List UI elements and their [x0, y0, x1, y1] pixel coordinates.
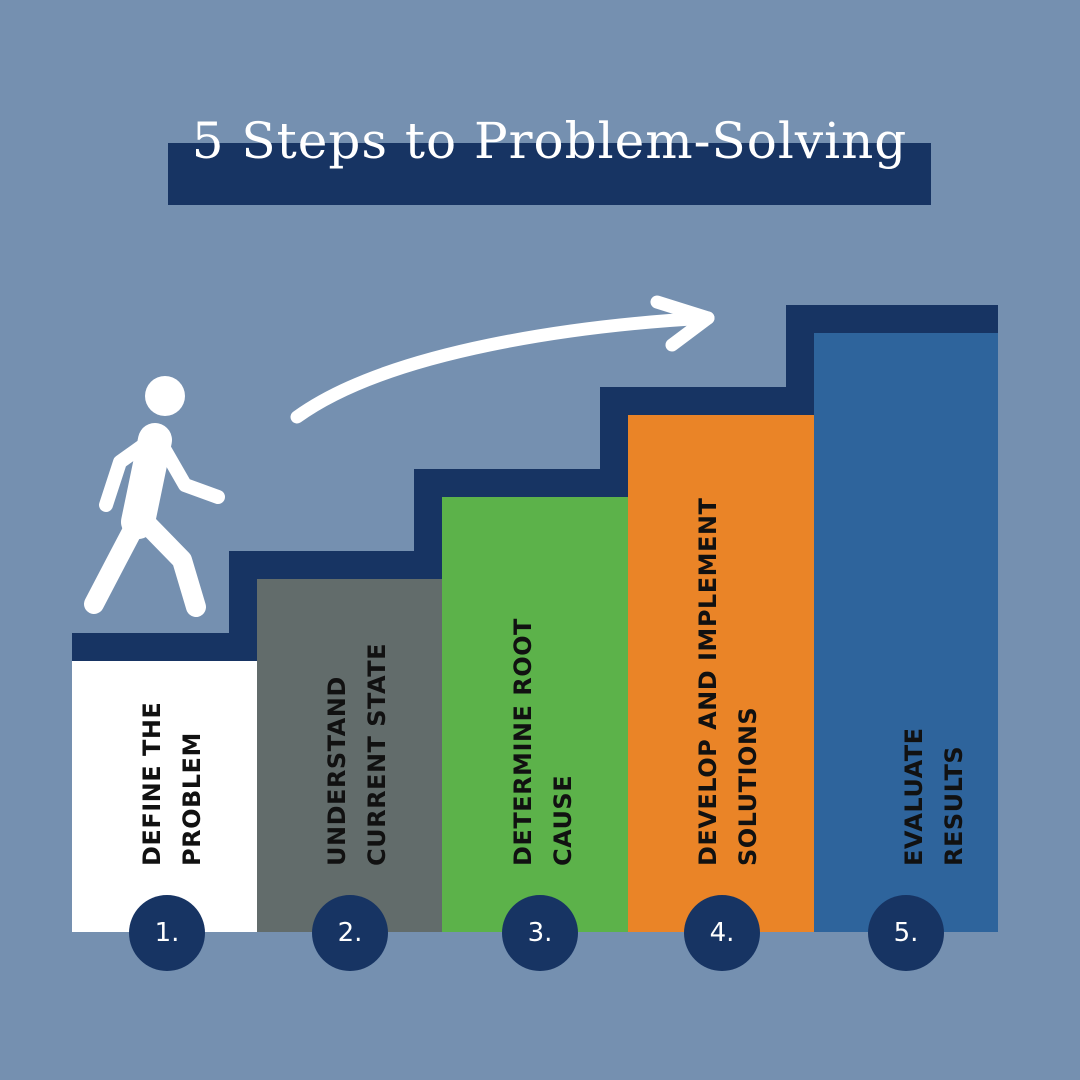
- step-2-block: [257, 579, 442, 932]
- step-3-number-badge: 3.: [502, 895, 578, 971]
- step-4-cap: [628, 387, 814, 415]
- step-4-riser: [786, 305, 814, 387]
- page-title: 5 Steps to Problem-Solving: [191, 112, 908, 170]
- walking-person-icon: [84, 376, 225, 617]
- step-4-number-badge: 4.: [684, 895, 760, 971]
- step-1-block: [72, 661, 257, 932]
- step-5-block: [814, 333, 998, 932]
- title-band: [168, 143, 931, 205]
- step-5-cap: [814, 305, 998, 333]
- step-2-riser: [414, 469, 442, 551]
- step-5-number-badge: 5.: [868, 895, 944, 971]
- step-4-block: [628, 415, 814, 932]
- step-2-number-badge: 2.: [312, 895, 388, 971]
- step-1-number-badge: 1.: [129, 895, 205, 971]
- curved-arrow-icon: [290, 295, 715, 424]
- step-1-riser: [229, 551, 257, 633]
- step-3-block: [442, 497, 628, 932]
- step-3-cap: [442, 469, 628, 497]
- step-3-riser: [600, 387, 628, 469]
- step-1-cap: [72, 633, 257, 661]
- step-2-cap: [257, 551, 442, 579]
